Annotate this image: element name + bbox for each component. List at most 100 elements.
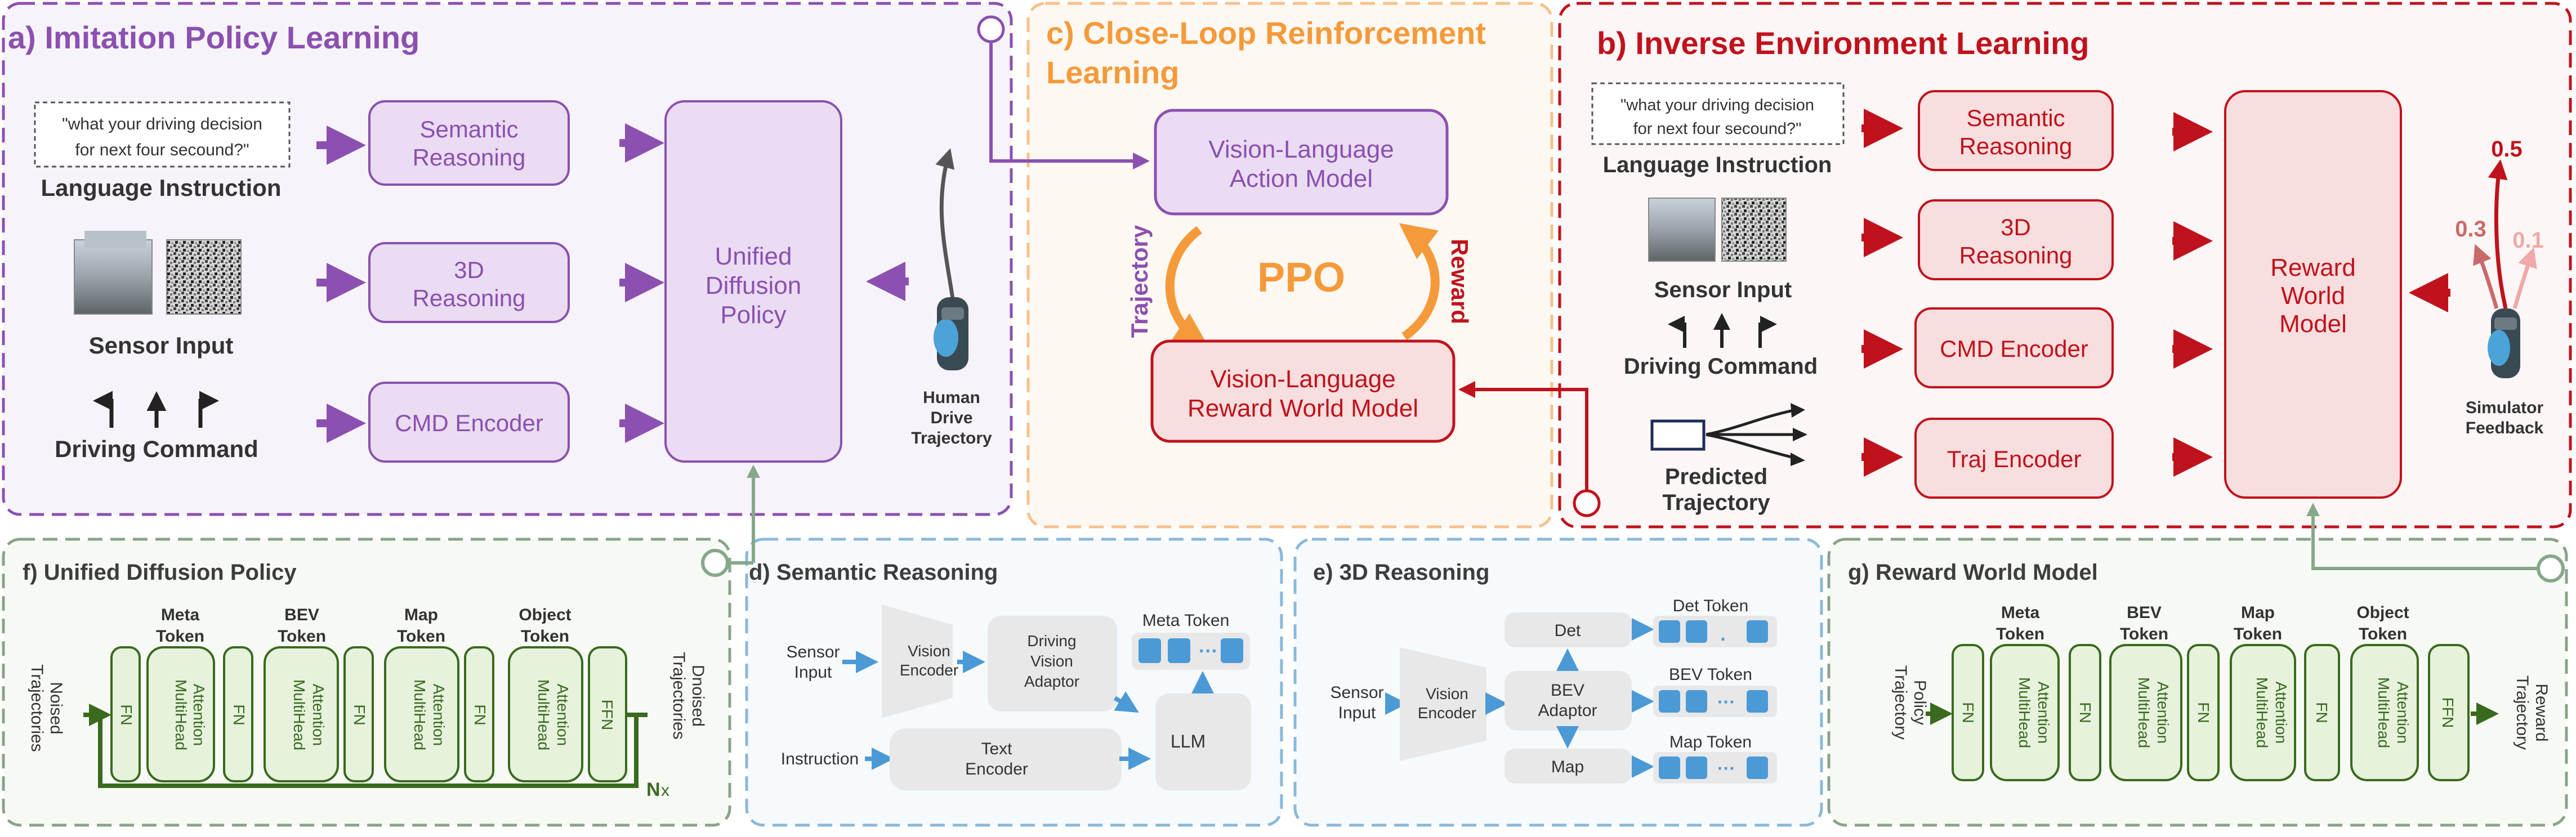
- simulator-label-2: Feedback: [2466, 419, 2544, 437]
- g-input-label-1: Policy: [1910, 680, 1929, 725]
- vla-box: [1154, 109, 1449, 216]
- f-fn-3: [343, 646, 374, 782]
- d-text-encoder-2: Encoder: [965, 760, 1028, 778]
- b-semantic-text-1: Semantic: [1966, 105, 2065, 131]
- f-attn-object: [508, 646, 583, 782]
- g-output-label-1: Trajectory: [2513, 675, 2532, 750]
- f-token-map-2: Token: [397, 627, 445, 646]
- f-output-label-2: Trajectories: [669, 652, 688, 740]
- f-attn-meta-1: MultiHead: [172, 679, 190, 750]
- ppo-arrow-right: [1399, 223, 1440, 341]
- e-map-token-bar: [1653, 752, 1777, 784]
- b-sensor-image-lidar: [1721, 198, 1787, 262]
- g-attn-map: [2230, 644, 2296, 781]
- semantic-reasoning-box: [368, 100, 570, 186]
- f-token-object-2: Token: [521, 627, 569, 646]
- g-attn-object: [2350, 644, 2419, 781]
- g-fn-1: [1952, 644, 1984, 781]
- e-det-token-label: Det Token: [1673, 597, 1749, 615]
- vla-text-2: Action Model: [1230, 165, 1373, 193]
- panel-c: Vision-Language Action Model PPO Traject…: [977, 15, 1601, 517]
- predicted-trajectory-label-2: Trajectory: [1662, 490, 1770, 515]
- reasoning-3d-text-2: Reasoning: [413, 285, 526, 311]
- reasoning-3d-text-1: 3D: [454, 257, 484, 283]
- d-sensor-input-1: Sensor: [786, 643, 840, 661]
- trajectory-fan-icon: [1706, 408, 1800, 460]
- f-ffn-text: FFN: [599, 700, 616, 730]
- f-attn-meta-2: Attention: [190, 684, 208, 746]
- vla-text-1: Vision-Language: [1208, 136, 1394, 163]
- g-token-map-2: Token: [2234, 625, 2282, 643]
- udp-text-2: Diffusion: [706, 272, 801, 299]
- connector-a-to-vla: [989, 42, 1150, 169]
- b-turn-left-icon: [1668, 316, 1686, 348]
- connector-g-to-rwm: [2306, 503, 2539, 570]
- f-fn-1: [110, 646, 141, 782]
- e-det-token-bar: [1653, 616, 1777, 647]
- b-language-instruction-label: Language Instruction: [1603, 153, 1832, 177]
- e-bev-token-dots: ···: [1717, 692, 1735, 712]
- g-fn-2: [2069, 644, 2101, 781]
- sensor-image-lidar: [166, 239, 242, 315]
- e-bev-adaptor-2: Adaptor: [1538, 701, 1597, 720]
- f-token-meta-1: Meta: [161, 606, 200, 624]
- b-sensor-input-label: Sensor Input: [1654, 277, 1792, 302]
- g-attn-map-2: Attention: [2273, 682, 2290, 744]
- d-adaptor-3: Adaptor: [1024, 673, 1079, 690]
- e-det-text: Det: [1555, 621, 1581, 640]
- f-fn-4-text: FN: [471, 704, 489, 725]
- e-det-token-1: [1659, 620, 1680, 643]
- b-cmd-encoder-box: [1914, 307, 2114, 388]
- connector-b-to-vlrwm: [1458, 381, 1588, 491]
- f-token-bev-1: BEV: [284, 606, 319, 624]
- d-arrow-adaptor-llm: [1113, 691, 1139, 713]
- g-attn-bev: [2109, 644, 2182, 781]
- panel-c-title-2: Learning: [1046, 55, 1179, 90]
- connector-b-node: [1573, 489, 1601, 517]
- reasoning-3d-box: [368, 242, 570, 323]
- e-sensor-input-2: Input: [1338, 704, 1376, 722]
- f-attn-map: [384, 646, 459, 782]
- b-reasoning-3d-box: [1918, 199, 2114, 280]
- d-adaptor-1: Driving: [1027, 632, 1076, 650]
- b-instruction-text-2: for next four secound?": [1633, 120, 1802, 138]
- f-loop-arrow: [98, 713, 648, 788]
- b-instruction-box: [1591, 82, 1845, 145]
- d-meta-token-label: Meta Token: [1142, 611, 1230, 630]
- d-token-1: [1139, 638, 1161, 663]
- f-attn-object-2: Attention: [554, 684, 572, 746]
- b-turn-right-icon: [1758, 316, 1777, 348]
- f-attn-bev: [264, 646, 339, 782]
- g-fn-4-text: FN: [2313, 702, 2331, 723]
- f-attn-bev-1: MultiHead: [291, 679, 308, 750]
- f-attn-map-1: MultiHead: [411, 679, 428, 750]
- sensor-input-label: Sensor Input: [89, 332, 234, 359]
- g-attn-meta: [1990, 644, 2060, 781]
- panel-g: Policy Trajectory Meta Token BEV Token M…: [1891, 603, 2551, 781]
- sim-car-icon: [2488, 308, 2520, 378]
- human-label-3: Trajectory: [911, 429, 992, 447]
- f-token-object-1: Object: [519, 606, 571, 624]
- udp-text-1: Unified: [715, 243, 792, 270]
- panel-d: Sensor Input Vision Encoder Driving Visi…: [781, 605, 1251, 790]
- g-token-bev-2: Token: [2120, 625, 2168, 643]
- e-bev-adaptor-1: BEV: [1551, 681, 1584, 700]
- f-attn-meta: [146, 646, 215, 782]
- f-attn-object-1: MultiHead: [535, 679, 552, 750]
- trajectory-arrowheads: [1791, 403, 1807, 466]
- turn-right-icon: [198, 391, 219, 428]
- semantic-reasoning-text-2: Reasoning: [413, 144, 526, 171]
- e-vision-encoder-1: Vision: [1426, 685, 1468, 702]
- b-traj-encoder-box: [1914, 418, 2114, 499]
- e-map-token-1: [1659, 757, 1680, 779]
- b-cmd-encoder-text: CMD Encoder: [1940, 335, 2088, 362]
- connector-f-node: [701, 549, 729, 577]
- instruction-box: [34, 101, 291, 168]
- e-vision-encoder: [1400, 647, 1486, 761]
- rwm-text-1: Reward: [2270, 254, 2356, 281]
- g-fn-3: [2187, 644, 2220, 781]
- b-semantic-reasoning-box: [1918, 90, 2114, 171]
- f-fn-3-text: FN: [351, 704, 368, 725]
- e-map-token-dots: ···: [1717, 758, 1735, 778]
- f-nx-n: N: [646, 779, 660, 800]
